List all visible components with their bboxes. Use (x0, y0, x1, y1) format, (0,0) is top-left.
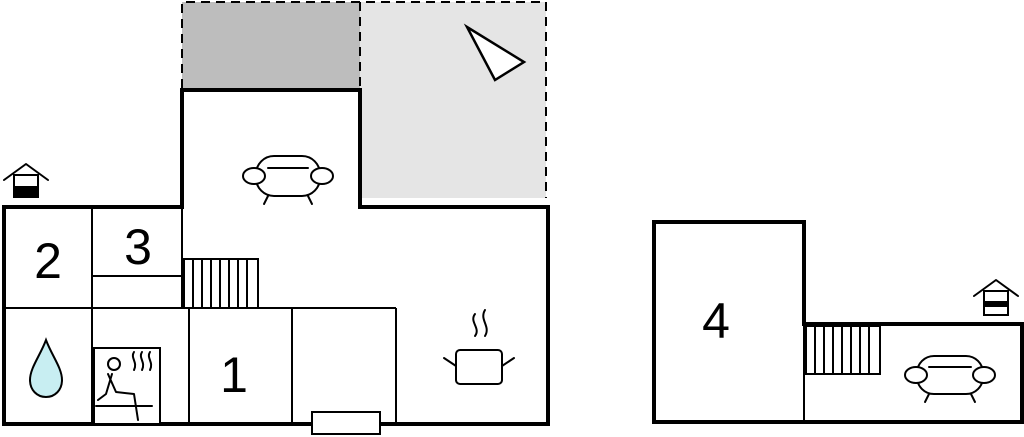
interior-walls (4, 207, 397, 424)
main-building-outline (2, 88, 550, 426)
stairs-icon (183, 258, 259, 309)
sofa-icon (242, 155, 334, 205)
entrance-icon (973, 279, 1019, 316)
sauna-icon (93, 347, 161, 425)
room-number-2: 2 (34, 233, 62, 289)
cooking-pot-icon (443, 309, 515, 385)
window-icon (311, 411, 381, 435)
compass-pointer-icon (463, 23, 527, 82)
terrace-covered-area (182, 2, 360, 88)
stairs-icon (805, 325, 881, 375)
water-drop-icon (28, 337, 64, 399)
room-number-1: 1 (220, 347, 248, 403)
room-number-3: 3 (124, 219, 152, 275)
sofa-icon (904, 355, 996, 403)
secondary-building-outline (652, 220, 1024, 424)
terrace (181, 1, 547, 198)
terrace-open-area (360, 2, 546, 198)
room-number-4: 4 (702, 293, 730, 349)
entrance-icon (3, 163, 49, 198)
terrace-dashed-outline (181, 1, 547, 198)
